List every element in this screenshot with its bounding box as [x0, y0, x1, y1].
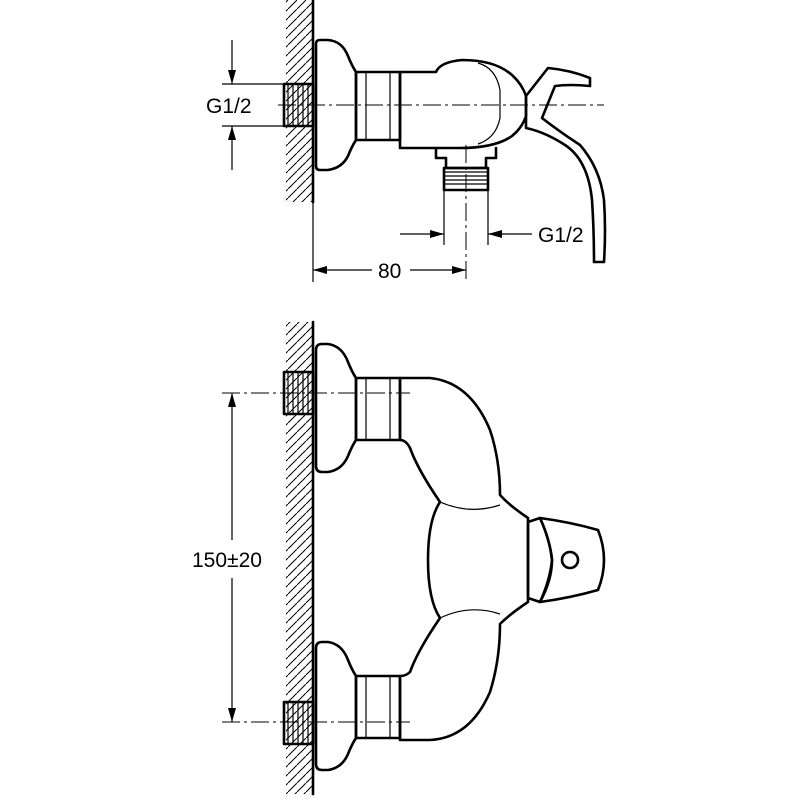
lower-rosette: [314, 640, 358, 772]
top-view: G1/2 G1/2 80: [206, 0, 607, 283]
wall-hatch-top: [286, 0, 313, 202]
outlet-thread-label: G1/2: [538, 224, 584, 247]
center-distance-dimension: 150±20: [192, 393, 262, 722]
inlet-thread-label: G1/2: [206, 95, 252, 118]
upper-eccentric-nut: [354, 376, 402, 442]
lever-grip-front: [538, 516, 606, 604]
upper-rosette: [314, 342, 358, 474]
lever-handle-front: [526, 516, 554, 604]
handle-indicator-hole: [560, 550, 580, 570]
depth-dimension: 80: [313, 260, 466, 283]
center-distance-label: 150±20: [192, 549, 262, 572]
front-view: 150±20: [192, 320, 606, 796]
mixer-body-top: [398, 58, 528, 150]
outlet-thread-dimension: G1/2: [400, 190, 584, 247]
eccentric-nut-top: [354, 70, 402, 142]
inlet-thread-dimension: G1/2: [206, 40, 284, 170]
mixer-body-front: [398, 376, 530, 742]
depth-dim-label: 80: [378, 260, 401, 283]
lower-inlet-thread: [282, 700, 315, 746]
lower-eccentric-nut: [354, 674, 402, 740]
lever-handle-top: [524, 66, 607, 264]
